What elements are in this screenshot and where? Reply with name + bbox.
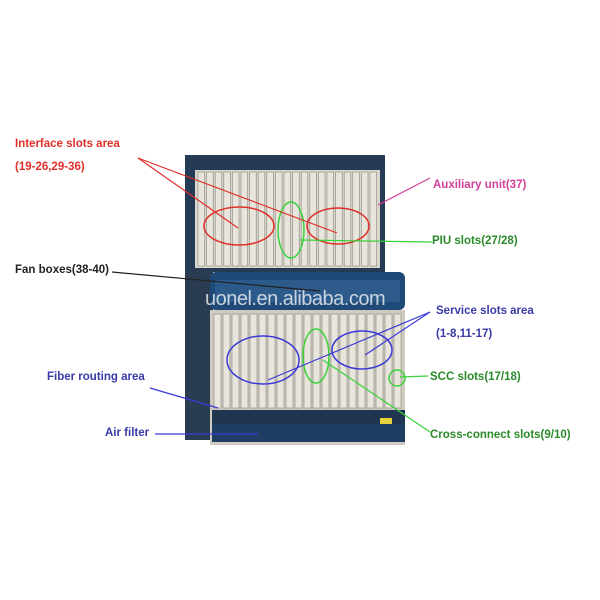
slot-card (303, 313, 312, 409)
slot-card (384, 313, 393, 409)
slot-card (197, 171, 205, 267)
slot-card (361, 171, 369, 267)
slot-card (300, 171, 309, 267)
air-filter (212, 424, 405, 442)
label-air-filter: Air filter (105, 427, 150, 439)
slot-card (249, 313, 258, 409)
slot-card (214, 171, 223, 267)
slot-card (326, 171, 334, 267)
label-scc-slots: SCC slots(17/18) (430, 371, 521, 383)
slot-card (283, 171, 291, 267)
slot-card (223, 171, 231, 267)
label-fiber-routing: Fiber routing area (47, 371, 145, 383)
slot-card (267, 313, 276, 409)
slot-card (232, 171, 240, 267)
slot-card (393, 313, 402, 409)
slot-card (357, 313, 366, 409)
slot-card (213, 313, 222, 409)
label-interface-slots: Interface slots area (15, 138, 120, 150)
slot-card (369, 171, 377, 267)
slot-card (335, 171, 343, 267)
slot-card (266, 171, 274, 267)
label-service-slots-range: (1-8,11-17) (436, 328, 493, 340)
slot-card (257, 171, 266, 267)
label-piu-slots: PIU slots(27/28) (432, 235, 518, 247)
slot-card (343, 171, 352, 267)
label-auxiliary-unit: Auxiliary unit(37) (433, 179, 527, 191)
slot-card (240, 313, 249, 409)
fiber-routing-area (212, 410, 405, 424)
watermark: uonel.en.alibaba.com (205, 288, 386, 310)
slot-card (258, 313, 267, 409)
slot-card (366, 313, 375, 409)
label-cross-connect: Cross-connect slots(9/10) (430, 429, 571, 441)
label-fan-boxes: Fan boxes(38-40) (15, 264, 109, 276)
slot-card (352, 171, 360, 267)
slot-card (231, 313, 240, 409)
slot-card (375, 313, 384, 409)
slot-card (276, 313, 285, 409)
slot-card (348, 313, 357, 409)
slot-card (285, 313, 294, 409)
label-service-slots: Service slots area (436, 305, 534, 317)
side-panel (185, 270, 213, 440)
slot-card (339, 313, 348, 409)
label-interface-slots-range: (19-26,29-36) (15, 161, 85, 173)
slot-card (240, 171, 248, 267)
slot-card (309, 171, 317, 267)
slot-card (318, 171, 326, 267)
slot-card (249, 171, 257, 267)
